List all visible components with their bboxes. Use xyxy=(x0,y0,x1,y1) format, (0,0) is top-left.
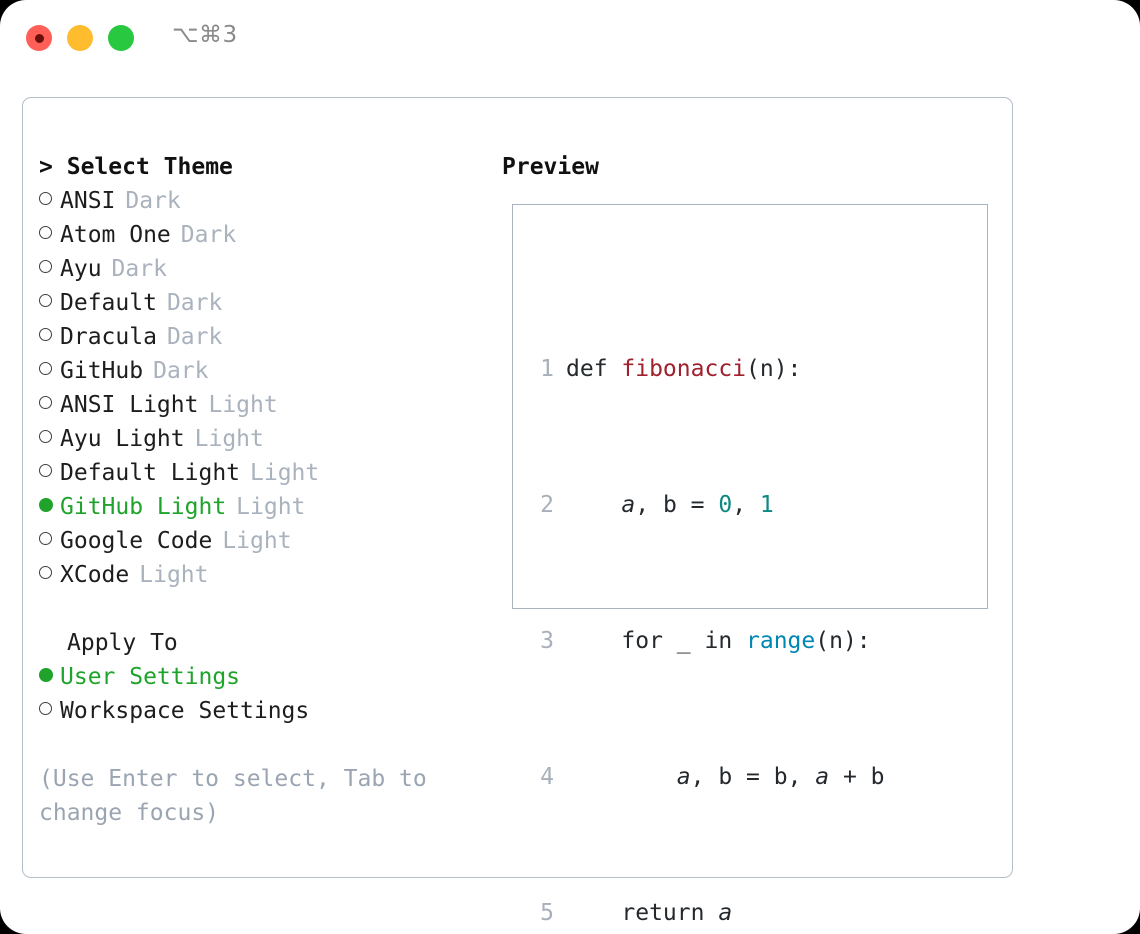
minimize-button[interactable] xyxy=(67,25,93,51)
keyboard-shortcut-label: ⌥⌘3 xyxy=(172,22,238,48)
apply-to-option-user-settings[interactable]: User Settings xyxy=(39,660,484,694)
line-number: 5 xyxy=(540,900,554,926)
apply-to-option-workspace-settings[interactable]: Workspace Settings xyxy=(39,694,484,728)
code-token: a xyxy=(676,764,691,790)
code-token: , b = xyxy=(635,492,719,518)
select-theme-heading: > Select Theme xyxy=(39,150,484,184)
code-token: for _ in xyxy=(566,628,747,654)
line-number: 2 xyxy=(540,492,554,518)
hint-spacer xyxy=(39,728,484,762)
code-token: (n): xyxy=(815,628,871,654)
line-number: 4 xyxy=(540,764,554,790)
prompt-caret-icon: > xyxy=(39,154,53,180)
code-token xyxy=(566,764,677,790)
code-token: (n): xyxy=(746,356,802,382)
code-token: a xyxy=(621,492,636,518)
code-line: 4 a, b = b, a + b xyxy=(532,760,910,794)
code-token: , b = b, xyxy=(690,764,816,790)
keyboard-hint-text: (Use Enter to select, Tab to change focu… xyxy=(39,766,427,826)
code-token: 0 xyxy=(718,492,733,518)
close-button[interactable] xyxy=(26,25,52,51)
line-number: 1 xyxy=(540,356,554,382)
apply-to-heading: Apply To xyxy=(67,630,178,656)
preview-heading: Preview xyxy=(502,154,599,180)
code-line: 2 a, b = 0, 1 xyxy=(532,488,910,522)
code-line: 3 for _ in range(n): xyxy=(532,624,910,658)
code-token xyxy=(566,492,621,518)
code-line: 5 return a xyxy=(532,896,910,930)
code-token: def xyxy=(566,356,622,382)
line-number: 3 xyxy=(540,628,554,654)
code-token: a xyxy=(815,764,830,790)
apply-to-option-list: User Settings Workspace Settings xyxy=(39,660,484,728)
list-spacer xyxy=(39,592,484,626)
code-token: return xyxy=(566,900,719,926)
select-theme-heading-label: Select Theme xyxy=(66,154,233,180)
code-token: range xyxy=(746,628,816,654)
traffic-lights xyxy=(26,25,134,51)
code-line: 1 def fibonacci(n): xyxy=(532,352,910,386)
code-token: 1 xyxy=(759,492,774,518)
code-token: , xyxy=(732,492,760,518)
code-token: a xyxy=(718,900,733,926)
maximize-button[interactable] xyxy=(108,25,134,51)
code-token: + b xyxy=(829,764,885,790)
title-bar: ⌥⌘3 xyxy=(0,0,1140,78)
code-token: fibonacci xyxy=(621,356,747,382)
